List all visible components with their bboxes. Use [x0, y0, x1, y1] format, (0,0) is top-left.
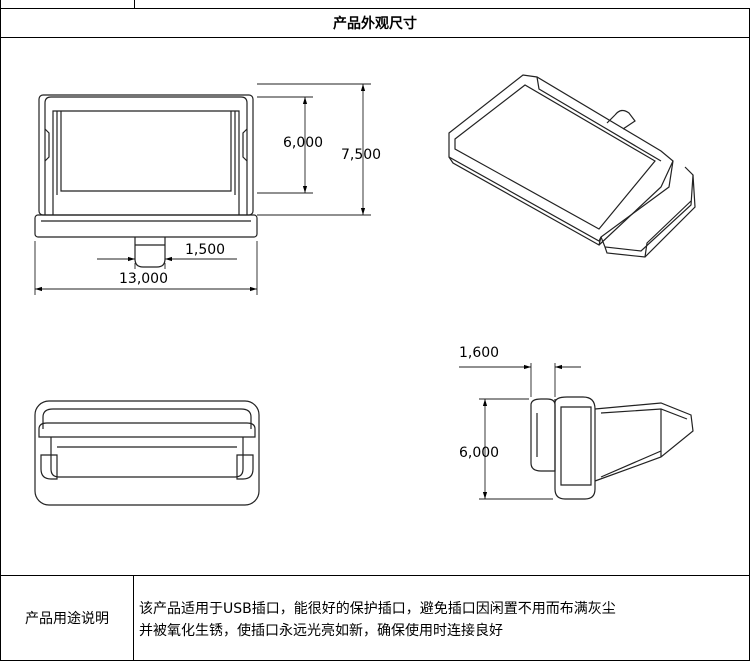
isometric-view — [448, 74, 696, 258]
side-view — [459, 363, 694, 500]
dim-side-height — [479, 398, 553, 500]
dim-side-height-label: 6,000 — [459, 445, 499, 461]
dim-total-width — [34, 241, 258, 295]
drawing-area: 6,000 7,500 1,500 13,000 — [0, 37, 750, 575]
dim-inner-height — [257, 96, 313, 194]
page-title: 产品外观尺寸 — [333, 16, 417, 32]
top-strip-divider — [134, 0, 135, 8]
front-view — [34, 83, 371, 295]
dim-pin-width-label: 1,500 — [185, 242, 225, 258]
front-view-body — [34, 94, 258, 268]
usage-description: 该产品适用于USB插口，能很好的保护插口，避免插口因闲置不用而布满灰尘 并被氧化… — [139, 598, 745, 642]
dim-flange-thickness — [459, 363, 581, 397]
dim-total-width-label: 13,000 — [119, 271, 168, 287]
dim-flange-thickness-label: 1,600 — [459, 345, 499, 361]
technical-drawing: 6,000 7,500 1,500 13,000 — [34, 74, 696, 506]
usage-line-2: 并被氧化生锈，使插口永远光亮如新，确保使用时连接良好 — [139, 623, 503, 639]
dim-total-height-label: 7,500 — [341, 147, 381, 163]
dim-total-height — [257, 83, 371, 216]
dim-pin-width — [97, 256, 237, 269]
top-strip — [0, 0, 750, 8]
top-view — [34, 400, 260, 506]
dim-inner-height-label: 6,000 — [283, 135, 323, 151]
title-row: 产品外观尺寸 — [0, 8, 750, 38]
usage-row: 产品用途说明 该产品适用于USB插口，能很好的保护插口，避免插口因闲置不用而布满… — [0, 575, 750, 661]
usage-label: 产品用途说明 — [1, 576, 134, 660]
usage-line-1: 该产品适用于USB插口，能很好的保护插口，避免插口因闲置不用而布满灰尘 — [139, 601, 616, 617]
